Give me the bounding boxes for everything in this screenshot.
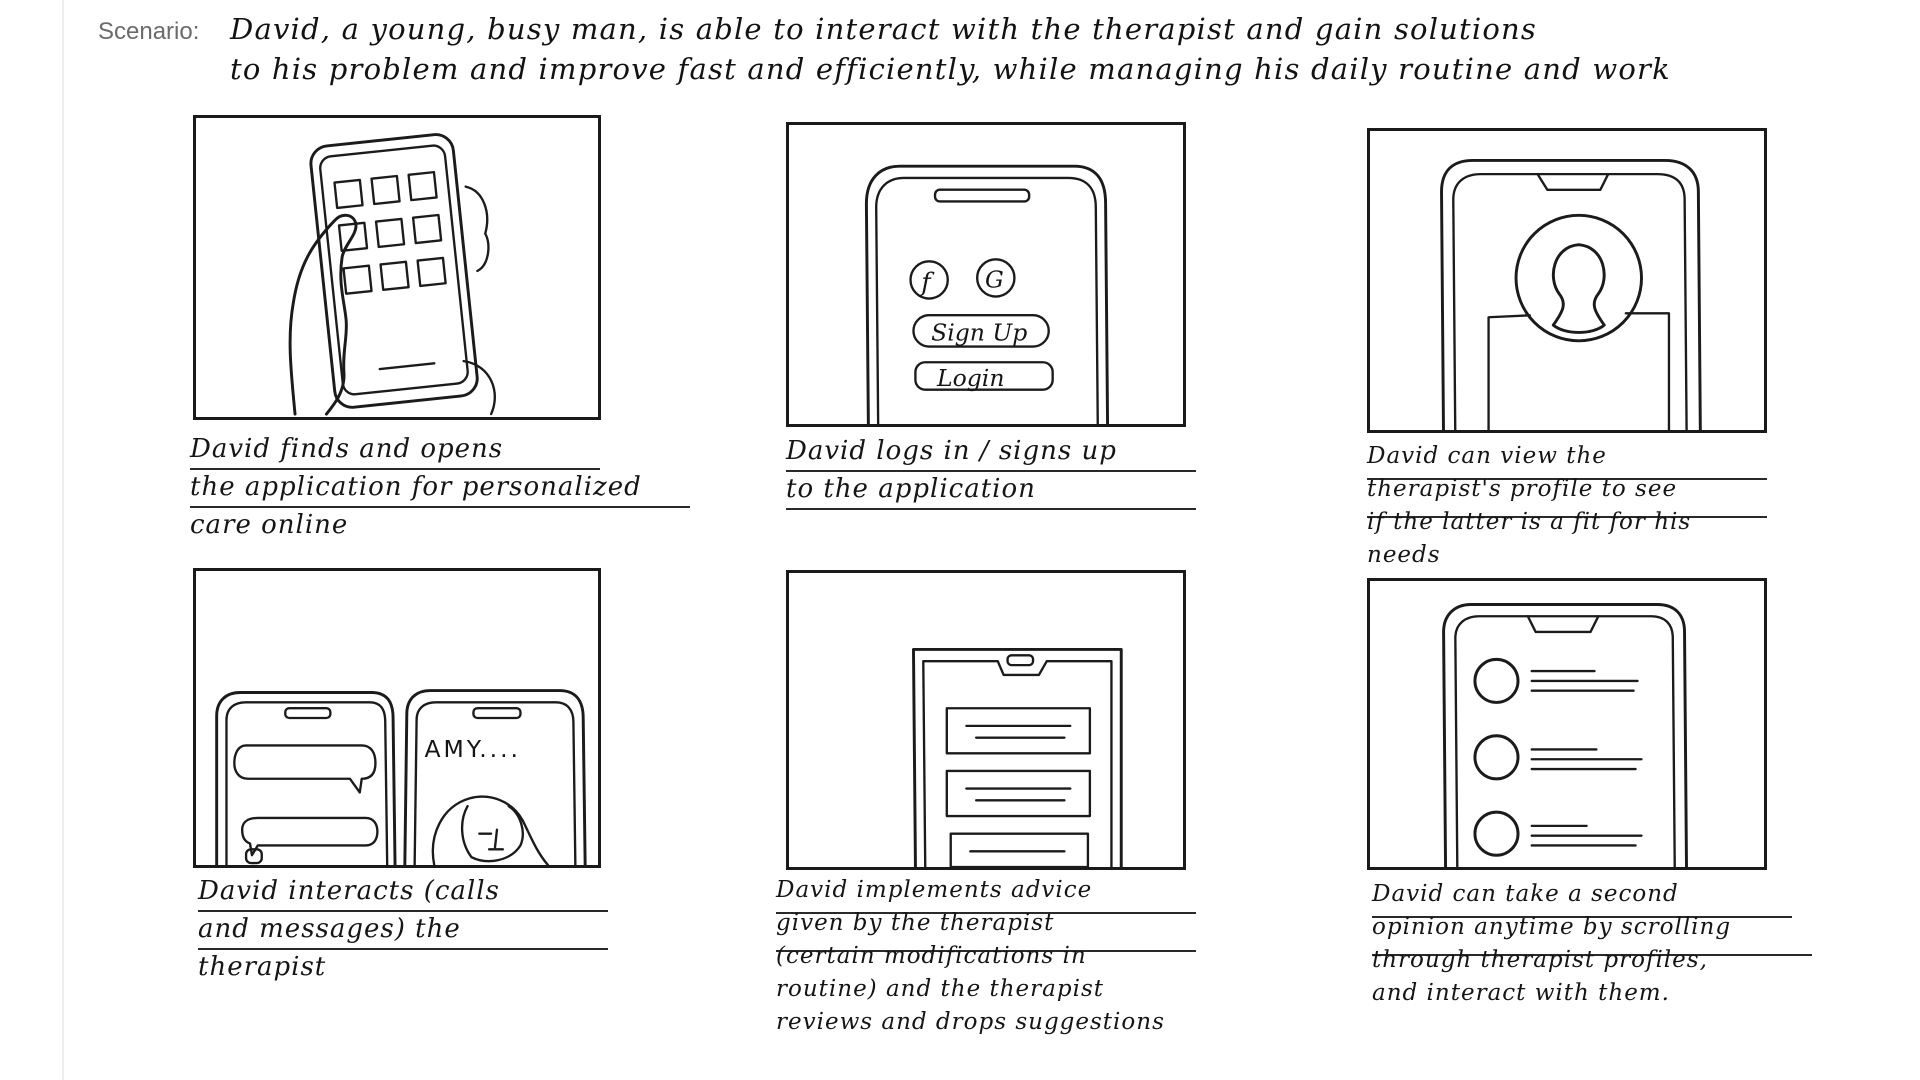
scenario-text-line-1: David, a young, busy man, is able to int… [230,12,1537,46]
caption-rule [776,874,1196,914]
caption-rule [776,912,1196,952]
panel-2-frame: f G Sign Up Login [786,122,1186,427]
login-screen-sketch: f G Sign Up Login [864,164,1110,424]
caption-rule [1372,916,1812,956]
caption-rule [198,910,608,950]
panel-6-caption-text: David can take a second opinion anytime … [1372,881,1732,1006]
google-icon: G [985,266,1004,294]
panel-6-frame [1367,578,1767,870]
caption-rule [1367,440,1767,480]
panel-2-caption-text: David logs in / signs up to the applicat… [786,436,1117,504]
caption-rule [198,872,608,912]
panel-3-frame [1367,128,1767,433]
therapist-list-sketch [1442,603,1688,867]
page-margin-line [62,0,64,1080]
scenario-text-line-2: to his problem and improve fast and effi… [230,52,1671,86]
advice-cards-sketch [912,647,1123,867]
therapist-profile-sketch [1440,158,1702,430]
panel-1-caption: David finds and opens the application fo… [190,430,690,544]
chat-and-call-sketch: AMY.... [215,689,587,865]
scenario-label: Scenario: [98,18,200,45]
caption-rule [190,468,690,508]
facebook-icon: f [919,268,935,298]
panel-5-frame [786,570,1186,870]
signup-button-label: Sign Up [931,319,1027,347]
caption-rule [1367,478,1767,518]
panel-4-frame: AMY.... [193,568,601,868]
panel-1-caption-text: David finds and opens the application fo… [190,434,642,540]
login-button-label: Login [936,364,1005,392]
panel-4-caption-text: David interacts (calls and messages) the… [198,876,500,982]
panel-5-caption-text: David implements advice given by the the… [776,877,1165,1035]
caller-name: AMY.... [424,735,520,763]
caption-rule [190,430,600,470]
caption-rule [786,470,1196,510]
panel-2-caption: David logs in / signs up to the applicat… [786,432,1196,510]
panel-3-caption-text: David can view the therapist's profile t… [1367,443,1692,568]
hand-holding-phone-sketch [288,133,496,416]
caption-rule [786,432,1196,472]
panel-5-caption: David implements advice given by the the… [776,874,1296,1039]
panel-6-caption: David can take a second opinion anytime … [1372,878,1872,1010]
panel-3-caption: David can view the therapist's profile t… [1367,440,1837,572]
caption-rule [1372,878,1792,918]
panel-1-frame [193,115,601,420]
panel-4-caption: David interacts (calls and messages) the… [198,872,608,986]
